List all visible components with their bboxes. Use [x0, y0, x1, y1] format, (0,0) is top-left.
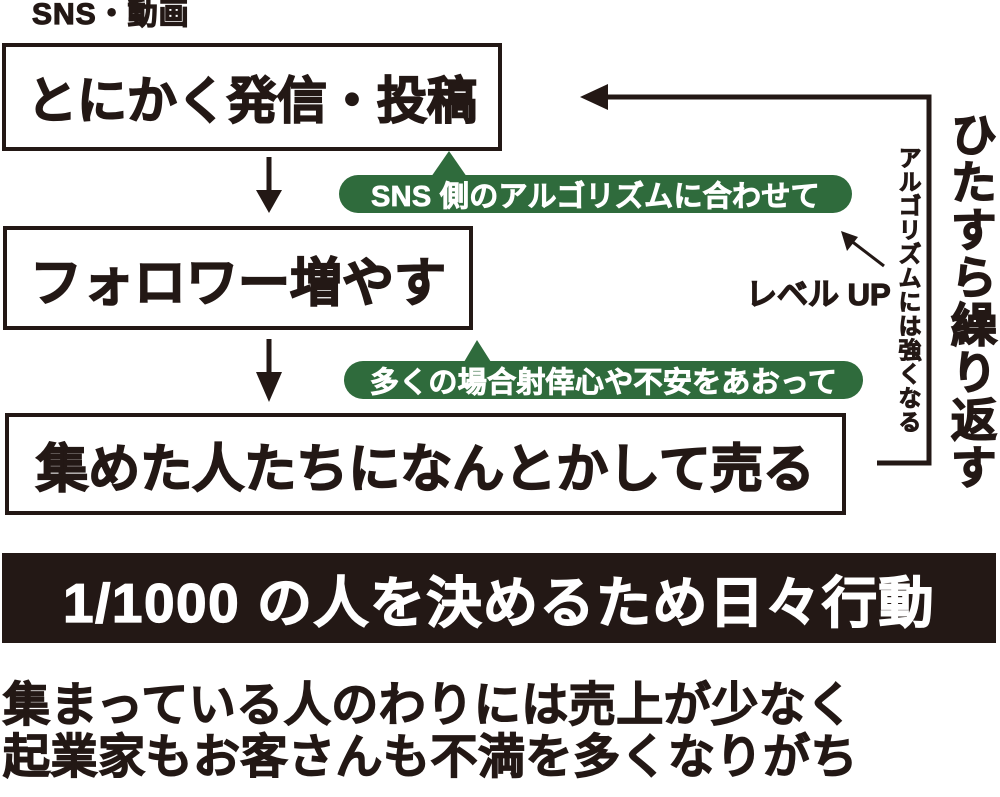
flow-box-sell: 集めた人たちになんとかして売る — [5, 413, 846, 515]
arrow-down-1-head — [256, 190, 282, 213]
banner-1-1000: 1/1000 の人を決めるため日々行動 — [2, 553, 996, 643]
pill1-pointer-triangle — [431, 151, 467, 177]
arrow-down-2-shaft — [266, 339, 272, 374]
flow-box-post: とにかく発信・投稿 — [2, 43, 502, 151]
repeat-loop-line — [608, 94, 932, 466]
arrow-down-2-head — [256, 372, 282, 402]
bottom-caption: 集まっている人のわりには売上が少なく 起業家もお客さんも不満を多くなりがち — [2, 678, 858, 783]
level-up-arrow-shaft — [849, 238, 885, 268]
pill-algorithm: SNS 側のアルゴリズムに合わせて — [339, 175, 852, 213]
pill-anxiety-label: 多くの場合射倖心や不安をあおって — [369, 367, 838, 400]
repeat-vertical-label: ひたすら繰り返す — [944, 110, 998, 492]
flow-box-sell-label: 集めた人たちになんとかして売る — [35, 440, 815, 500]
level-up-arrowhead — [841, 231, 858, 251]
algorithm-strong-vertical-label: アルゴリズムには強くなる — [895, 146, 922, 435]
flow-box-post-label: とにかく発信・投稿 — [26, 72, 478, 130]
repeat-loop-arrowhead — [580, 84, 608, 110]
flow-box-followers-label: フォロワー増やす — [29, 254, 447, 314]
arrow-down-1-shaft — [266, 157, 272, 192]
pill-algorithm-label: SNS 側のアルゴリズムに合わせて — [371, 181, 820, 214]
level-up-label: レベル UP — [745, 277, 891, 312]
bottom-caption-line1: 集まっている人のわりには売上が少なく — [2, 678, 854, 731]
bottom-caption-line2: 起業家もお客さんも不満を多くなりがち — [2, 730, 858, 783]
pill2-pointer-triangle — [464, 340, 491, 362]
pill-anxiety: 多くの場合射倖心や不安をあおって — [344, 361, 863, 399]
top-label: SNS・動画 — [31, 0, 190, 32]
flow-box-followers: フォロワー増やす — [3, 226, 473, 330]
banner-label: 1/1000 の人を決めるため日々行動 — [62, 571, 935, 634]
